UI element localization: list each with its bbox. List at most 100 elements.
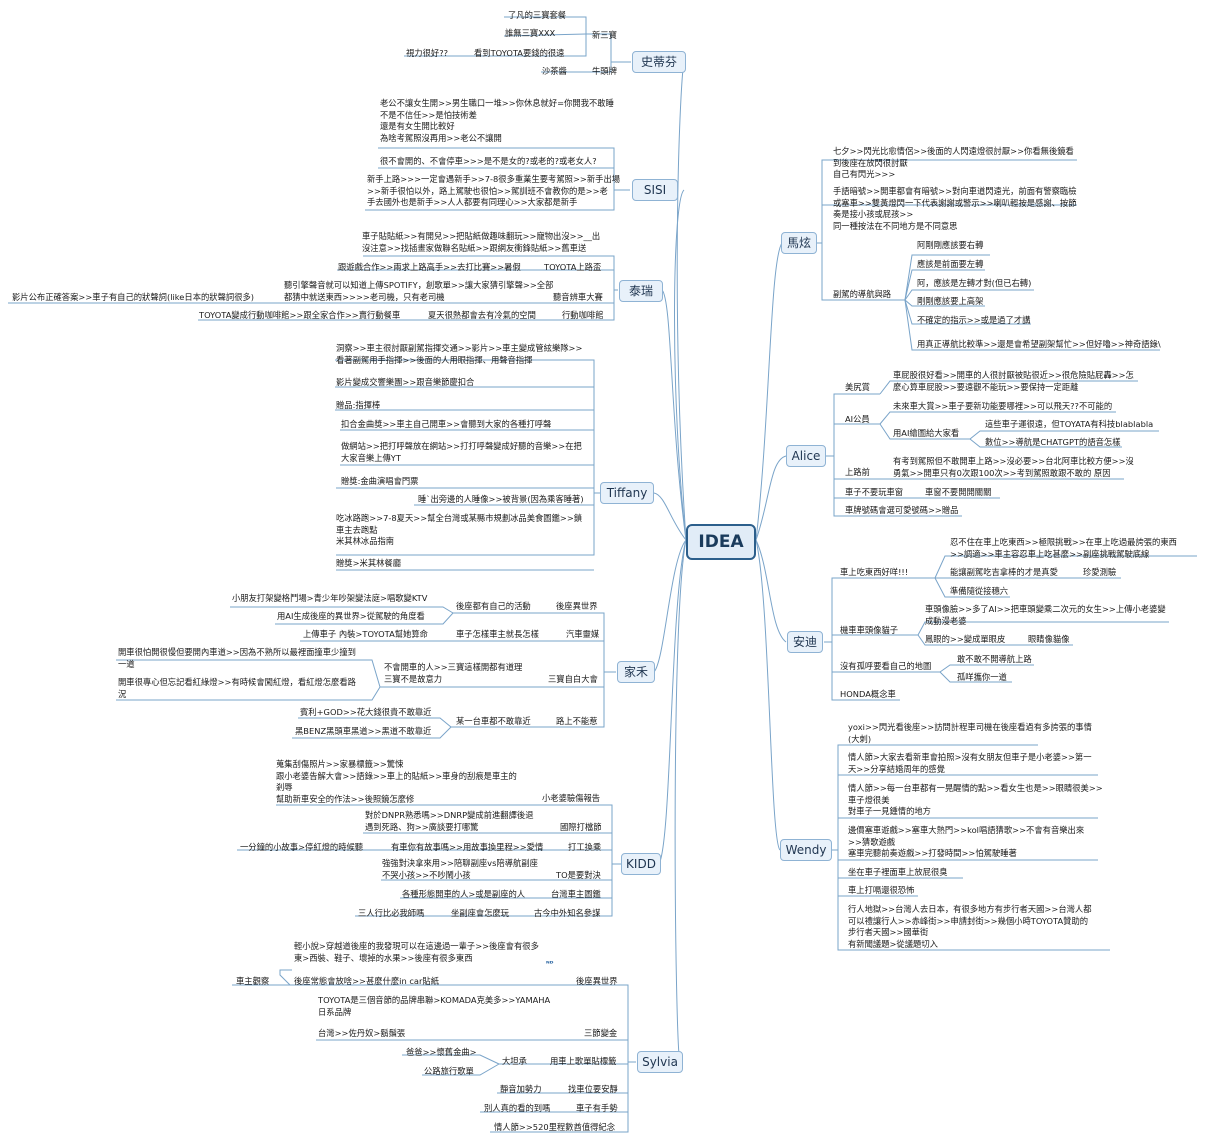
topic-label: 情人節>大家去看新車會拍照>沒有女朋友但車子是小老婆>>第一 天>>分享結婚周年…	[848, 752, 1092, 774]
topic-label: 跟遊戲合作>>兩求上路高手>>去打比賽>>暑假	[338, 262, 521, 272]
branch-node-wendy[interactable]: Wendy	[780, 839, 832, 861]
topic-label: 後座常態會放啥>>甚麼什麼in car貼紙	[294, 976, 440, 986]
topic-label: 沒有孤呼要看自己的地圖	[840, 661, 932, 671]
topic-label: 這些車子運很遠，但TOYATA有科技blablabla	[985, 419, 1154, 429]
topic-label: 新手上路>>>一定會遇新手>>7-8很多重業生要考駕照>>新手出場 >>新手很怕…	[367, 174, 621, 207]
topic-label: TOYOTA是三個音節的品牌串聯>KOMADA克美多>>YAMAHA 日系品牌	[318, 995, 551, 1017]
topic-label: 汽車靈媒	[566, 629, 600, 639]
topic-label: 新三寶	[592, 30, 617, 40]
topic-label: 珍愛測驗	[1083, 567, 1117, 577]
topic-label: 鳳眼的>>變成單眼皮	[925, 634, 1006, 644]
branch-node-sisi[interactable]: SISI	[632, 179, 678, 201]
topic-label: 別人真的看的到嗎	[484, 1103, 551, 1113]
topic-label: 三寶自白大會	[548, 674, 598, 684]
topic-label: 台灣車主圖鑑	[551, 889, 601, 899]
topic-label: 贈獎>米其林餐廳	[336, 558, 402, 568]
topic-label: 阿剛剛應該要右轉	[917, 240, 984, 250]
topic-label: 洞察>>車主很討厭副駕指揮交通>>影片>>車主變成管絃樂隊>> 看著副駕用手指揮…	[336, 343, 583, 365]
topic-label: 後座異世界	[576, 976, 618, 986]
topic-label: 沙茶醬	[542, 66, 567, 76]
topic-label: 三節變金	[584, 1028, 618, 1038]
topic-label: 機車車頭像貓子	[840, 625, 899, 635]
topic-label: 古今中外知名參謀	[534, 908, 601, 918]
topic-label: 蒐集刮傷照片>>家暴標籤>>驚悚 跟小老婆告解大會>>語錄>>車上的貼紙>>車身…	[276, 759, 517, 804]
branch-node-alice[interactable]: Alice	[786, 445, 826, 467]
topic-label: 剛剛應該要上高架	[917, 296, 984, 306]
branch-node-shidifen[interactable]: 史蒂芬	[632, 51, 686, 73]
topic-label: 做網站>>把打呼聲放在網站>>打打呼聲變成好聽的音樂>>在把 大家音樂上傳YT	[341, 441, 582, 463]
topic-label: 上傳車子 內裝>TOYOTA幫她算命	[303, 629, 428, 639]
topic-label: 看到TOYOTA要錢的很遠	[474, 48, 565, 58]
topic-label: 誰無三寶XXX	[505, 28, 556, 38]
topic-label: 坐副座會怎麼玩	[451, 908, 510, 918]
topic-label: 有車你有故事嗎>>用故事換里程>>愛情	[391, 842, 544, 852]
topic-label: 行動咖啡館	[562, 310, 604, 320]
topic-label: 對於DNPR熟悉嗎>>DNRP變成前進翻譯後退 遇到死路、狗>>廣談要打哪驚	[365, 810, 534, 832]
topic-label: 找車位要安靜	[568, 1084, 618, 1094]
branch-node-tiffany[interactable]: Tiffany	[600, 482, 654, 504]
topic-label: 後座都有自己的活動	[456, 601, 531, 611]
branch-node-tairui[interactable]: 泰瑞	[619, 280, 663, 302]
topic-label: 路上不能惹	[556, 716, 598, 726]
topic-label: 了凡的三寶套餐	[508, 10, 567, 20]
topic-label: 車牌號碼會選可愛號碼>>贈品	[845, 505, 959, 515]
topic-label: 車上打嗝還很恐怖	[848, 885, 915, 895]
topic-label: yoxi>>閃光看後座>>訪問計程車司機在後座看過有多誇張的事情 (大刺)	[848, 722, 1092, 744]
topic-label: 吃冰路跑>>7-8夏天>>幫全台灣或某縣市規劃冰品美食圖鑑>>鎖 車主去跑點 米…	[336, 513, 583, 546]
topic-label: TOYOTA變成行動咖啡館>>跟全家合作>>賣行動餐車	[199, 310, 401, 320]
topic-label: 副駕的導航與路	[833, 289, 892, 299]
topic-label: 車窗不要開開關關	[925, 487, 992, 497]
topic-label: 很不會開的、不會停車>>>是不是女的?或老的?或老女人?	[380, 156, 597, 166]
topic-label: 聽音辨車大賽	[553, 292, 603, 302]
topic-label: 車屁股很好看>>開車的人很討厭被貼很近>>很危險貼屁轟>>怎 麼心算車屁股>>要…	[893, 370, 1134, 392]
topic-label: 牛頭牌	[592, 66, 617, 76]
branch-node-maxuan[interactable]: 馬炫	[781, 232, 817, 254]
topic-label: 有考到駕照但不敢開車上路>>沒必要>>台北阿車比較方便>>沒 勇氣>>開車只有0…	[893, 456, 1134, 478]
topic-label: 賓利+GOD>>花大錢很貴不敢靠近	[300, 707, 432, 717]
topic-label: AI公員	[845, 414, 870, 424]
topic-label: 小朋友打架變格鬥場>青少年吵架變法庭>唱歌變KTV	[232, 593, 428, 603]
topic-label: 影片公布正確答案>>車子有自己的狀聲詞(like日本的狀聲詞很多)	[12, 292, 255, 302]
topic-label: 台灣>>佐丹奴>鬍鬚張	[318, 1028, 406, 1038]
topic-label: 車主觀察	[236, 976, 270, 986]
topic-label: 小老婆驗傷報告	[542, 793, 601, 803]
topic-label: 車子有手勢	[576, 1103, 618, 1113]
topic-label: 後座異世界	[556, 601, 598, 611]
topic-label: 視力很好??	[406, 48, 448, 58]
topic-label: 輕小說>穿越道後座的我發現可以在這邊過一輩子>>後座會有很多 東>西裝、鞋子、壞…	[294, 941, 539, 963]
topic-label: 一分鐘的小故事>停紅燈的時候聽	[240, 842, 364, 852]
topic-label: 坐在車子裡面車上放屁很臭	[848, 867, 948, 877]
topic-label: 眼睛像貓像	[1028, 634, 1070, 644]
topic-label: 忍不住在車上吃東西>>極限挑戰>>在車上吃過最誇張的東西 >>調適>>車主容忍車…	[950, 537, 1177, 559]
topic-label: 夏天很熱都會去有冷氣的空間	[428, 310, 536, 320]
topic-label: 能讓副駕吃吉拿棒的才是真愛	[950, 567, 1058, 577]
branch-node-kidd[interactable]: KIDD	[621, 853, 661, 875]
topic-label: 影片變成交響樂團>>跟音樂節慶扣合	[336, 377, 475, 387]
topic-label: 用AI繪圖給大家看	[893, 428, 960, 438]
topic-label: 用AI生成後座的異世界>從駕駛的角度看	[277, 611, 425, 621]
topic-label: 車子不要玩車窗	[845, 487, 904, 497]
topic-label: 贈品:指揮棒	[336, 400, 381, 410]
topic-label: 應該是前面要左轉	[917, 259, 984, 269]
topic-label: 不確定的指示>>或是過了才講	[917, 315, 1031, 325]
topic-label: 情人節>>每一台車都有一晃醒情的點>>看女生也是>>眼睛很美>> 車子燈很美 對…	[848, 783, 1103, 816]
center-node[interactable]: IDEA	[686, 524, 756, 560]
topic-label: 大坦承	[502, 1056, 527, 1066]
topic-label: 扣合金曲獎>>車主自己開車>>會聽到大家的各種打呼聲	[341, 419, 552, 429]
topic-label: 靜音加勢力	[500, 1084, 542, 1094]
branch-node-sylvia[interactable]: Sylvia	[637, 1051, 683, 1073]
topic-label: 打工換乘	[568, 842, 602, 852]
topic-label: HONDA概念車	[840, 689, 896, 699]
topic-label: 未來車大賞>>車子要新功能要哪裡>>可以飛天??不可能的	[893, 401, 1113, 411]
topic-label: 爸爸>>懷舊金曲>	[406, 1047, 477, 1057]
topic-label: 七夕>>閃光比愈情侶>>後面的人閃遠燈很討厭>>你看無後鏡看 到後座在放閃很討厭…	[833, 146, 1074, 179]
topic-label: 美尻賞	[845, 382, 870, 392]
topic-label: 贈獎:金曲演唱會門票	[341, 476, 419, 486]
branch-node-jiahe[interactable]: 家禾	[617, 661, 655, 683]
topic-label: 數位>>導航是CHATGPT的語音怎樣	[985, 437, 1121, 447]
topic-label: 阿，應該是左轉才對(但已右轉)	[917, 278, 1032, 288]
topic-label: 手語暗號>>開車都會有暗號>>對向車道閃遠光，前面有警察臨檢 或塞車>>雙黃燈閃…	[833, 186, 1077, 231]
branch-node-andi[interactable]: 安迪	[787, 631, 823, 653]
